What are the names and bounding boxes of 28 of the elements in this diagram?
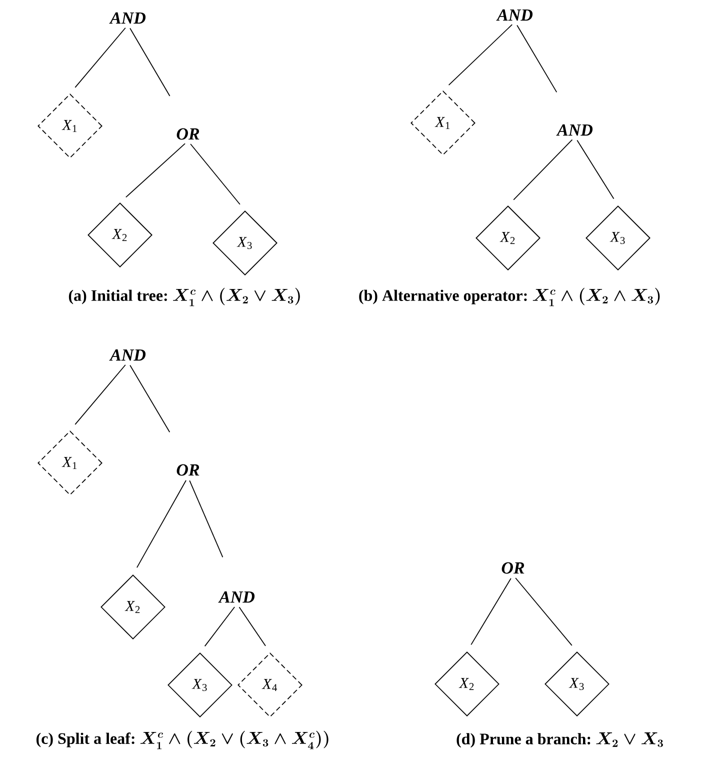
operator-label: OR [176, 464, 200, 476]
tree-branch [136, 480, 186, 568]
caption: (d) Prune a branch: $X_2\vee X_3$ [456, 732, 663, 748]
operator-label: AND [218, 591, 255, 603]
operator-label: OR [176, 128, 200, 140]
tree-branch [448, 24, 513, 86]
tree-branch [130, 364, 170, 433]
tree-branch [513, 139, 573, 200]
tree-branch [515, 578, 572, 646]
operator-label: AND [109, 349, 146, 361]
tree-branch [125, 143, 186, 198]
caption: (a) Initial tree: $X_1^c\wedge(X_2\vee X_3)$ [68, 288, 300, 306]
tree-branch [190, 144, 240, 205]
operator-label: AND [109, 12, 146, 24]
operator-label: AND [556, 124, 593, 136]
tree-branch [516, 24, 558, 93]
tree-branch [238, 606, 266, 646]
tree-branch [576, 140, 614, 200]
operator-label: AND [496, 9, 533, 21]
tree-branch [74, 27, 126, 88]
caption: (c) Split a leaf: $X_1^c\wedge\big(X_2 \vee (X_3 \wedge X_4^c)\big)$ [36, 730, 328, 750]
tree-branch [189, 480, 224, 558]
tree-branch [470, 578, 512, 646]
tree-branch [204, 606, 236, 647]
caption: (b) Alternative operator: $X_1^c\wedge(X_2\wedge X_3)$ [359, 288, 660, 306]
tree-branch [74, 364, 126, 425]
operator-label: OR [502, 562, 524, 574]
tree-branch [130, 28, 170, 96]
